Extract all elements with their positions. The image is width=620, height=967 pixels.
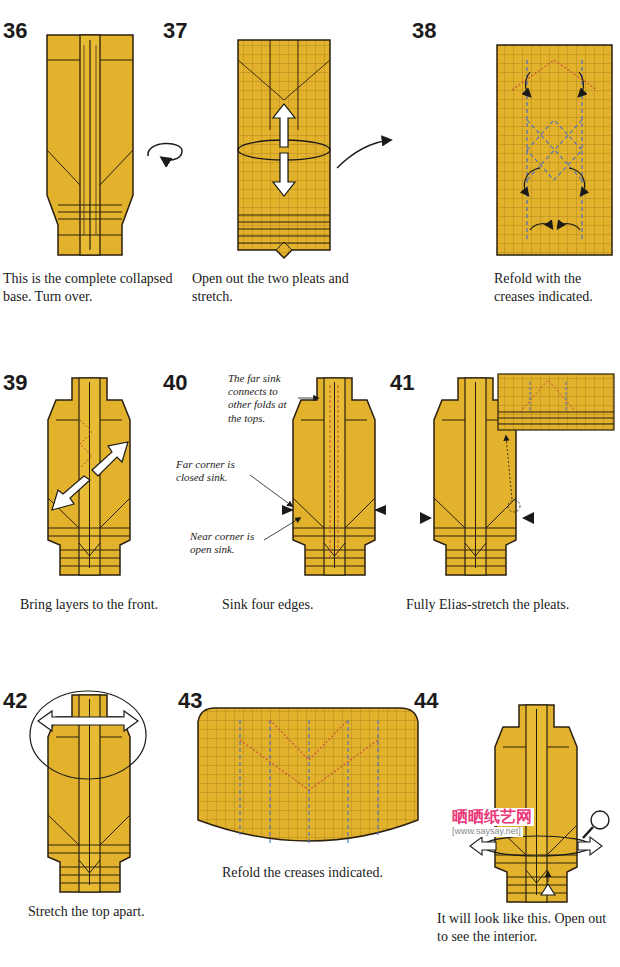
folded-model-part xyxy=(80,420,92,468)
watermark: [www.saysay.net] xyxy=(452,827,523,837)
folded-model-part xyxy=(52,476,90,510)
folded-model-part xyxy=(30,691,146,779)
folded-model-part xyxy=(508,500,520,512)
step-number: 38 xyxy=(412,20,452,42)
step-caption: It will look like this. Open out to see … xyxy=(437,910,617,946)
folded-model-part xyxy=(583,827,593,838)
folded-model-part xyxy=(38,711,138,731)
folded-model-part xyxy=(293,378,375,575)
step-caption: Fully Elias-stretch the pleats. xyxy=(406,596,616,614)
turn-over-symbol-part xyxy=(148,143,182,160)
step-caption: Refold the creases indicated. xyxy=(222,864,442,882)
folded-model-part xyxy=(47,35,133,255)
step-number: 40 xyxy=(163,372,203,394)
crease-pattern-part xyxy=(526,72,531,96)
turn-over-symbol xyxy=(148,143,182,160)
unfolded-model xyxy=(198,708,418,845)
move-arrow xyxy=(337,140,390,168)
folded-model-part xyxy=(498,412,614,424)
folded-model-part xyxy=(470,837,496,855)
step-number: 37 xyxy=(163,20,203,42)
unfolded-model-part xyxy=(238,215,330,250)
step-number: 36 xyxy=(3,20,43,42)
unfolded-model xyxy=(238,40,330,258)
folded-model-part xyxy=(250,475,292,506)
folded-model-part xyxy=(92,442,128,476)
unfolded-model-part xyxy=(308,720,309,845)
folded-model xyxy=(47,35,133,255)
step-caption: Bring layers to the front. xyxy=(20,596,210,614)
crease-pattern-part xyxy=(527,60,582,240)
step-caption: Sink four edges. xyxy=(222,596,392,614)
step-caption: Stretch the top apart. xyxy=(28,903,218,921)
move-arrow-part xyxy=(337,140,390,168)
folded-model xyxy=(420,374,614,575)
step-number: 41 xyxy=(390,372,430,394)
callout-note: The far sink connects to other folds at … xyxy=(228,372,290,425)
crease-pattern-part xyxy=(527,120,582,180)
folded-model xyxy=(48,378,130,575)
step-number: 44 xyxy=(414,690,454,712)
step-caption: Open out the two pleats and stretch. xyxy=(192,270,372,306)
callout-note: Far corner is closed sink. xyxy=(176,458,250,484)
folded-model-part xyxy=(80,35,100,255)
folded-model-part xyxy=(506,436,512,499)
unfolded-model-part xyxy=(240,720,378,845)
folded-model xyxy=(470,705,609,902)
folded-model-part xyxy=(498,374,614,430)
folded-model-part xyxy=(298,398,318,399)
crease-pattern-part xyxy=(530,224,552,230)
step-caption: This is the complete collapsed base. Tur… xyxy=(3,270,181,306)
crease-pattern-part xyxy=(579,72,584,96)
folded-model-part xyxy=(48,378,130,575)
folded-model-part xyxy=(84,45,96,235)
step-caption: Refold with the creases indicated. xyxy=(494,270,617,306)
crease-pattern-part xyxy=(497,45,612,255)
crease-pattern-part xyxy=(558,224,580,230)
folded-model-part xyxy=(541,884,555,895)
folded-model-part xyxy=(495,705,577,902)
folded-model-part xyxy=(47,60,133,235)
crease-pattern xyxy=(497,45,612,255)
step-number: 43 xyxy=(178,690,218,712)
crease-pattern-part xyxy=(524,168,540,195)
folded-model-part xyxy=(264,518,300,540)
unfolded-model-part xyxy=(273,104,295,147)
folded-model xyxy=(30,691,146,892)
crease-pattern-part xyxy=(569,168,585,195)
watermark: 晒晒纸艺网 xyxy=(452,808,534,826)
callout-note: Near corner is open sink. xyxy=(190,530,264,556)
crease-pattern-part xyxy=(512,60,597,90)
step-number: 42 xyxy=(3,690,43,712)
unfolded-model-part xyxy=(273,153,295,196)
unfolded-model-part xyxy=(238,40,330,258)
folded-model-part xyxy=(483,836,591,856)
folded-model-part xyxy=(578,837,602,855)
step-number: 39 xyxy=(3,372,43,394)
folded-model-part xyxy=(548,872,549,882)
unfolded-model-part xyxy=(198,708,418,841)
folded-model-part xyxy=(530,382,566,412)
folded-model-part xyxy=(520,380,576,412)
folded-model-part xyxy=(420,512,534,524)
folded-model-part xyxy=(330,385,338,560)
folded-model-part xyxy=(282,505,386,515)
folded-model-part xyxy=(591,811,609,829)
